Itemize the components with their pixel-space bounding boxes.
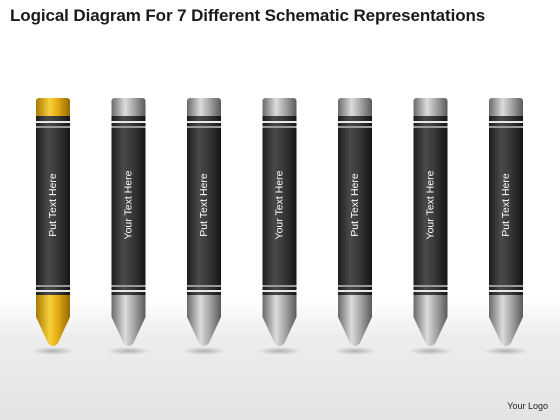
crayon-band (262, 290, 297, 292)
crayon-collar (187, 295, 221, 317)
crayon-collar (338, 295, 372, 317)
crayon-body (36, 116, 70, 296)
crayon-cap (111, 98, 146, 118)
crayon-band (187, 121, 221, 123)
crayon-cap (338, 98, 372, 118)
crayon-band (187, 285, 221, 287)
crayon-shadow (484, 347, 528, 355)
crayon-label: Your Text Here (273, 170, 285, 239)
crayon-cap (187, 98, 221, 118)
crayon-band (338, 285, 372, 287)
crayon-label: Put Text Here (47, 173, 59, 237)
crayon-label: Put Text Here (349, 173, 361, 237)
crayon-band (111, 290, 146, 292)
crayon-cap (489, 98, 523, 118)
crayon-label: Put Text Here (198, 173, 210, 237)
crayon: Put Text Here (484, 98, 528, 355)
crayon-band (489, 121, 523, 123)
crayon-band (413, 285, 448, 287)
crayon-tip (36, 317, 70, 346)
crayon-band (36, 121, 70, 123)
crayon-tip (187, 317, 221, 346)
crayon: Your Text Here (408, 98, 453, 355)
crayon-band (338, 121, 372, 123)
crayon-collar (111, 295, 146, 317)
crayon-collar (413, 295, 448, 317)
logo-text: Your Logo (507, 401, 548, 411)
crayon-body (262, 116, 297, 296)
crayon-band (187, 290, 221, 292)
crayon-band (262, 126, 297, 128)
crayon-shadow (408, 347, 453, 355)
crayon-cap (262, 98, 297, 118)
crayon: Your Text Here (106, 98, 151, 355)
crayon-band (111, 126, 146, 128)
crayon-shadow (106, 347, 151, 355)
crayon-collar (36, 295, 70, 317)
crayon-band (413, 121, 448, 123)
crayon-tip (413, 317, 448, 346)
crayon-band (36, 126, 70, 128)
crayon-shadow (257, 347, 302, 355)
crayon-body (489, 116, 523, 296)
crayon-tip (489, 317, 523, 346)
crayon-band (36, 285, 70, 287)
crayon-shadow (31, 347, 75, 355)
crayon-tip (262, 317, 297, 346)
diagram-title: Logical Diagram For 7 Different Schemati… (10, 6, 486, 25)
crayon-body (111, 116, 146, 296)
crayon-band (413, 290, 448, 292)
crayon: Your Text Here (257, 98, 302, 355)
crayon-band (489, 126, 523, 128)
crayon-band (111, 285, 146, 287)
crayon-collar (489, 295, 523, 317)
crayon-band (338, 290, 372, 292)
crayon-band (187, 126, 221, 128)
crayon: Put Text Here (333, 98, 377, 355)
crayon-tip (338, 317, 372, 346)
crayon-label: Your Text Here (424, 170, 436, 239)
crayon-label: Put Text Here (500, 173, 512, 237)
crayon-tip (111, 317, 146, 346)
crayon-band (36, 290, 70, 292)
crayon: Put Text Here (31, 98, 75, 355)
crayon-band (262, 121, 297, 123)
crayon-band (489, 285, 523, 287)
crayon-collar (262, 295, 297, 317)
crayon-band (413, 126, 448, 128)
crayon-band (338, 126, 372, 128)
crayon-band (489, 290, 523, 292)
crayon-body (187, 116, 221, 296)
crayon-shadow (333, 347, 377, 355)
crayon-cap (413, 98, 448, 118)
crayon-band (111, 121, 146, 123)
crayon-cap (36, 98, 70, 118)
crayon-body (413, 116, 448, 296)
crayon-band (262, 285, 297, 287)
crayon-label: Your Text Here (122, 170, 134, 239)
crayon-shadow (182, 347, 226, 355)
crayon-body (338, 116, 372, 296)
crayon: Put Text Here (182, 98, 226, 355)
